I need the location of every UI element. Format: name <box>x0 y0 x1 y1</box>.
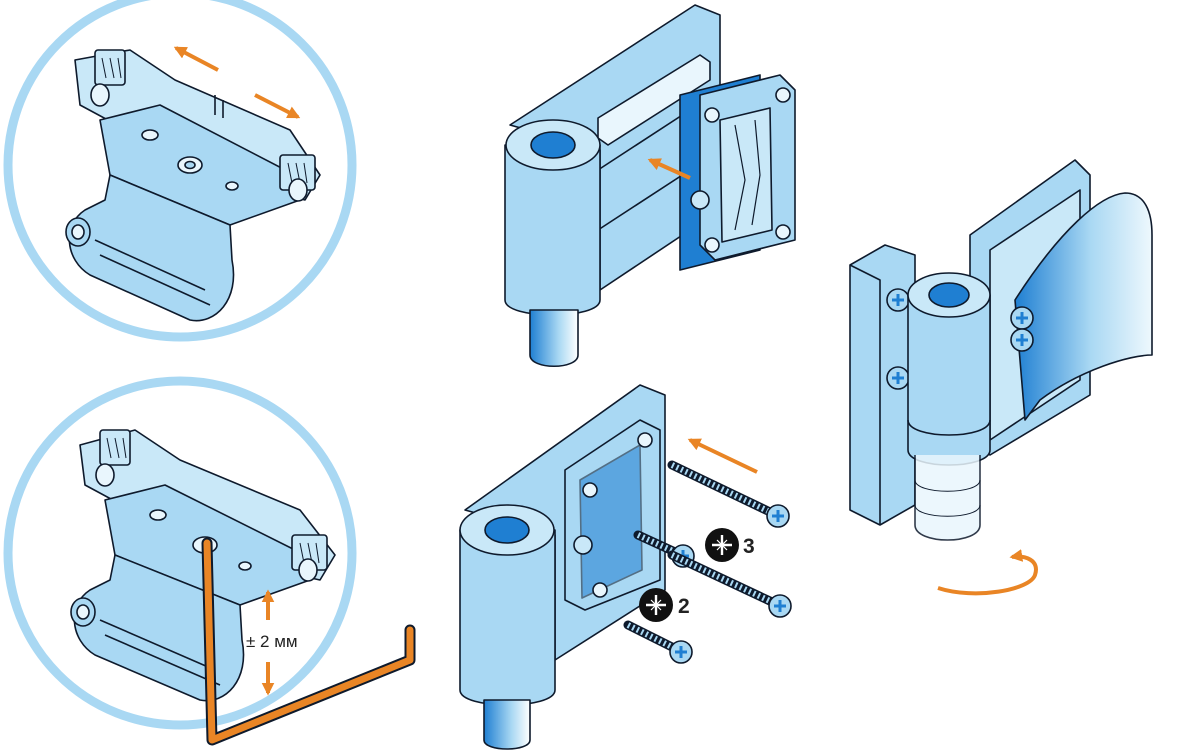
insert-direction-arrow <box>647 158 691 180</box>
detail-circle-bottom: ± 2 мм <box>3 376 416 746</box>
screw-icon <box>667 550 793 619</box>
phillips-badge-2: 2 <box>637 586 690 624</box>
slide-right-arrow <box>254 93 301 119</box>
screw-icon <box>623 620 694 665</box>
phillips-badge-3: 3 <box>703 526 755 564</box>
screw-icon <box>633 530 696 569</box>
hinge-bracket-top <box>65 49 321 322</box>
screw-set <box>623 460 793 665</box>
slide-left-arrow <box>173 46 219 72</box>
screw-size-3-label: 3 <box>743 535 755 558</box>
hinge-assembled <box>849 159 1153 541</box>
phillips-cross-icon <box>637 586 675 624</box>
screw-direction-arrow <box>687 438 758 474</box>
rotation-arrow-icon <box>937 549 1038 596</box>
screw-icon <box>667 460 791 529</box>
phillips-cross-icon <box>703 526 741 564</box>
hinge-insert-top <box>679 74 796 271</box>
hinge-body-top <box>504 4 721 367</box>
detail-circle-top <box>3 0 357 342</box>
screw-size-2-label: 2 <box>678 595 690 618</box>
adjustment-label: ± 2 мм <box>246 632 298 651</box>
hinge-insert-bottom <box>564 419 661 611</box>
